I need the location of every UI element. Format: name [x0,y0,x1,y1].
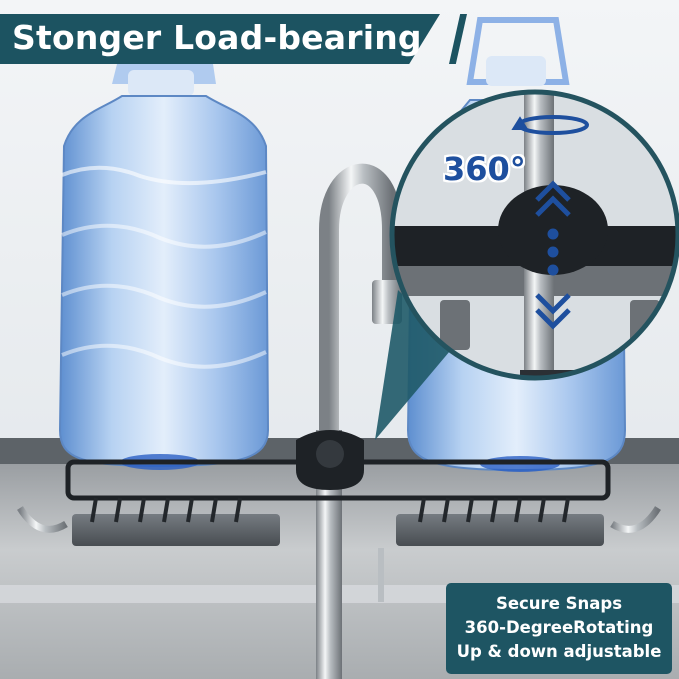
headline-banner [0,14,440,64]
feature-line-3: Up & down adjustable [456,642,662,661]
rotation-label: 360° [443,150,526,188]
sink-caddy-rack [17,430,661,546]
left-water-bottle [58,64,270,470]
magnifier-ring [389,89,679,381]
headline-text: Stonger Load-bearing [12,18,422,57]
rotation-arrow-icon [511,115,589,135]
up-down-arrows-icon [535,180,571,330]
feature-line-2: 360-DegreeRotating [464,618,654,637]
zoom-detail [392,92,678,378]
feature-line-1: Secure Snaps [495,594,623,613]
feature-box [446,583,672,674]
